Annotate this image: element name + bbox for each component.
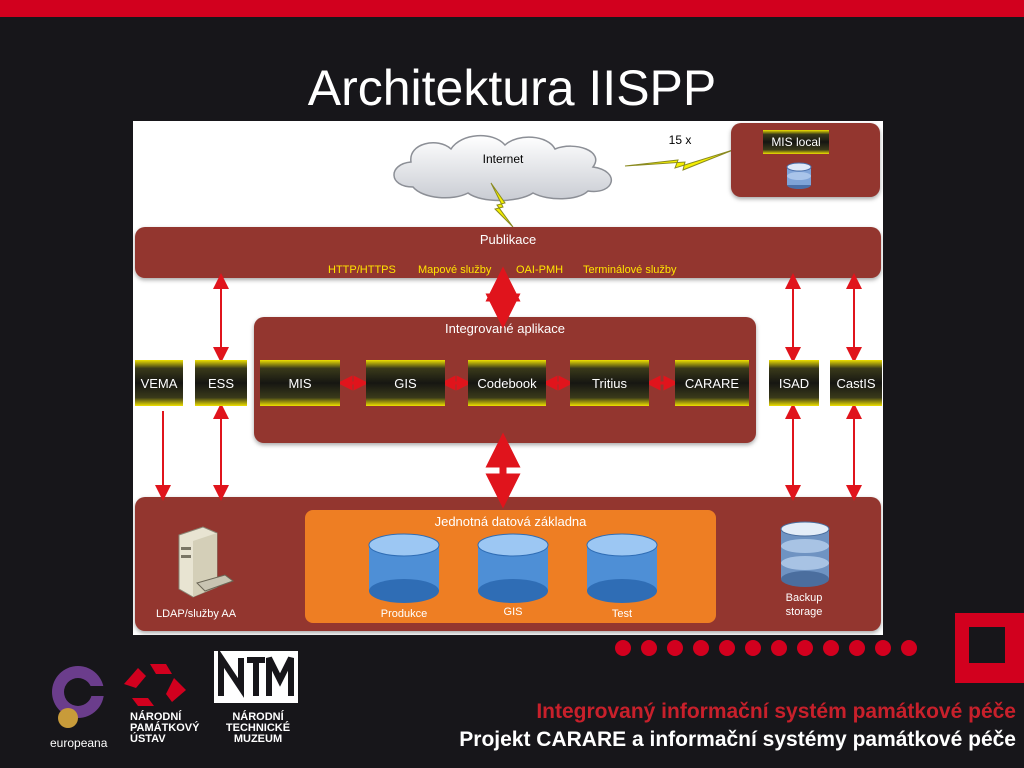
internet-cloud-icon: [393, 134, 613, 202]
npu-line3: ÚSTAV: [130, 733, 166, 745]
decorative-dots: [615, 640, 917, 656]
dot-icon: [615, 640, 631, 656]
service-terminal: Terminálové služby: [583, 264, 677, 276]
module-mis: MIS: [260, 360, 340, 406]
database-gis-icon: [477, 533, 549, 603]
dot-icon: [849, 640, 865, 656]
connection-arrows: [155, 266, 862, 509]
service-oai: OAI-PMH: [516, 264, 564, 276]
dot-icon: [797, 640, 813, 656]
dot-icon: [901, 640, 917, 656]
ntm-line3: MUZEUM: [233, 733, 283, 745]
npu-label: NÁRODNÍ PAMÁTKOVÝ ÚSTAV: [130, 712, 199, 745]
database-produkce-icon: [368, 533, 440, 603]
dot-icon: [875, 640, 891, 656]
isad-box: ISAD: [769, 360, 819, 406]
top-red-bar: [0, 0, 1024, 17]
npu-line2: PAMÁTKOVÝ: [130, 722, 200, 734]
ntm-logo-icon: [214, 650, 298, 703]
integrated-apps-title: Integrované aplikace: [445, 321, 565, 336]
npu-logo-icon: [124, 664, 186, 706]
module-carare: CARARE: [675, 360, 749, 406]
castis-box: CastIS: [830, 360, 882, 406]
service-map: Mapové služby: [418, 264, 492, 276]
dot-icon: [823, 640, 839, 656]
mis-local-panel: MIS local: [731, 123, 880, 197]
backup-label: Backup storage: [769, 591, 839, 619]
slide-title: Architektura IISPP: [307, 60, 717, 116]
backup-storage-icon: [780, 521, 830, 587]
backup-label-line2: storage: [785, 606, 823, 618]
db-gis-label: GIS: [503, 606, 523, 618]
footer-line-1: Integrovaný informační systém památkové …: [536, 700, 1016, 723]
dot-icon: [641, 640, 657, 656]
ldap-label: LDAP/služby AA: [155, 608, 237, 620]
dot-icon: [771, 640, 787, 656]
internet-label: Internet: [482, 152, 524, 166]
link-count-label: 15 x: [668, 133, 692, 147]
module-codebook: Codebook: [468, 360, 546, 406]
data-base-title: Jednotná datová základna: [434, 514, 587, 529]
vema-box: VEMA: [135, 360, 183, 406]
dot-icon: [667, 640, 683, 656]
backup-label-line1: Backup: [785, 592, 823, 604]
europeana-label: europeana: [50, 736, 108, 750]
server-icon: [178, 526, 235, 598]
dot-icon: [693, 640, 709, 656]
ntm-label: NÁRODNÍ TECHNICKÉ MUZEUM: [220, 712, 296, 745]
dot-icon: [745, 640, 761, 656]
database-test-icon: [586, 533, 658, 603]
ntm-line2: TECHNICKÉ: [225, 722, 291, 734]
database-icon: [786, 162, 812, 189]
ntm-line1: NÁRODNÍ: [232, 711, 284, 723]
ess-box: ESS: [195, 360, 247, 406]
architecture-diagram: Internet 15 x MIS local Publikace HTTP/H…: [133, 121, 883, 635]
db-test-label: Test: [611, 608, 633, 620]
module-gis: GIS: [366, 360, 445, 406]
npu-line1: NÁRODNÍ: [130, 711, 182, 723]
publikace-title: Publikace: [479, 232, 537, 247]
db-produkce-label: Produkce: [380, 608, 428, 620]
module-tritius: Tritius: [570, 360, 649, 406]
service-http: HTTP/HTTPS: [328, 264, 396, 276]
europeana-logo-icon: [52, 666, 106, 728]
dot-icon: [719, 640, 735, 656]
mis-local-box: MIS local: [763, 130, 829, 154]
red-square-icon: [955, 613, 1024, 683]
footer-line-2: Projekt CARARE a informační systémy pamá…: [459, 728, 1016, 751]
